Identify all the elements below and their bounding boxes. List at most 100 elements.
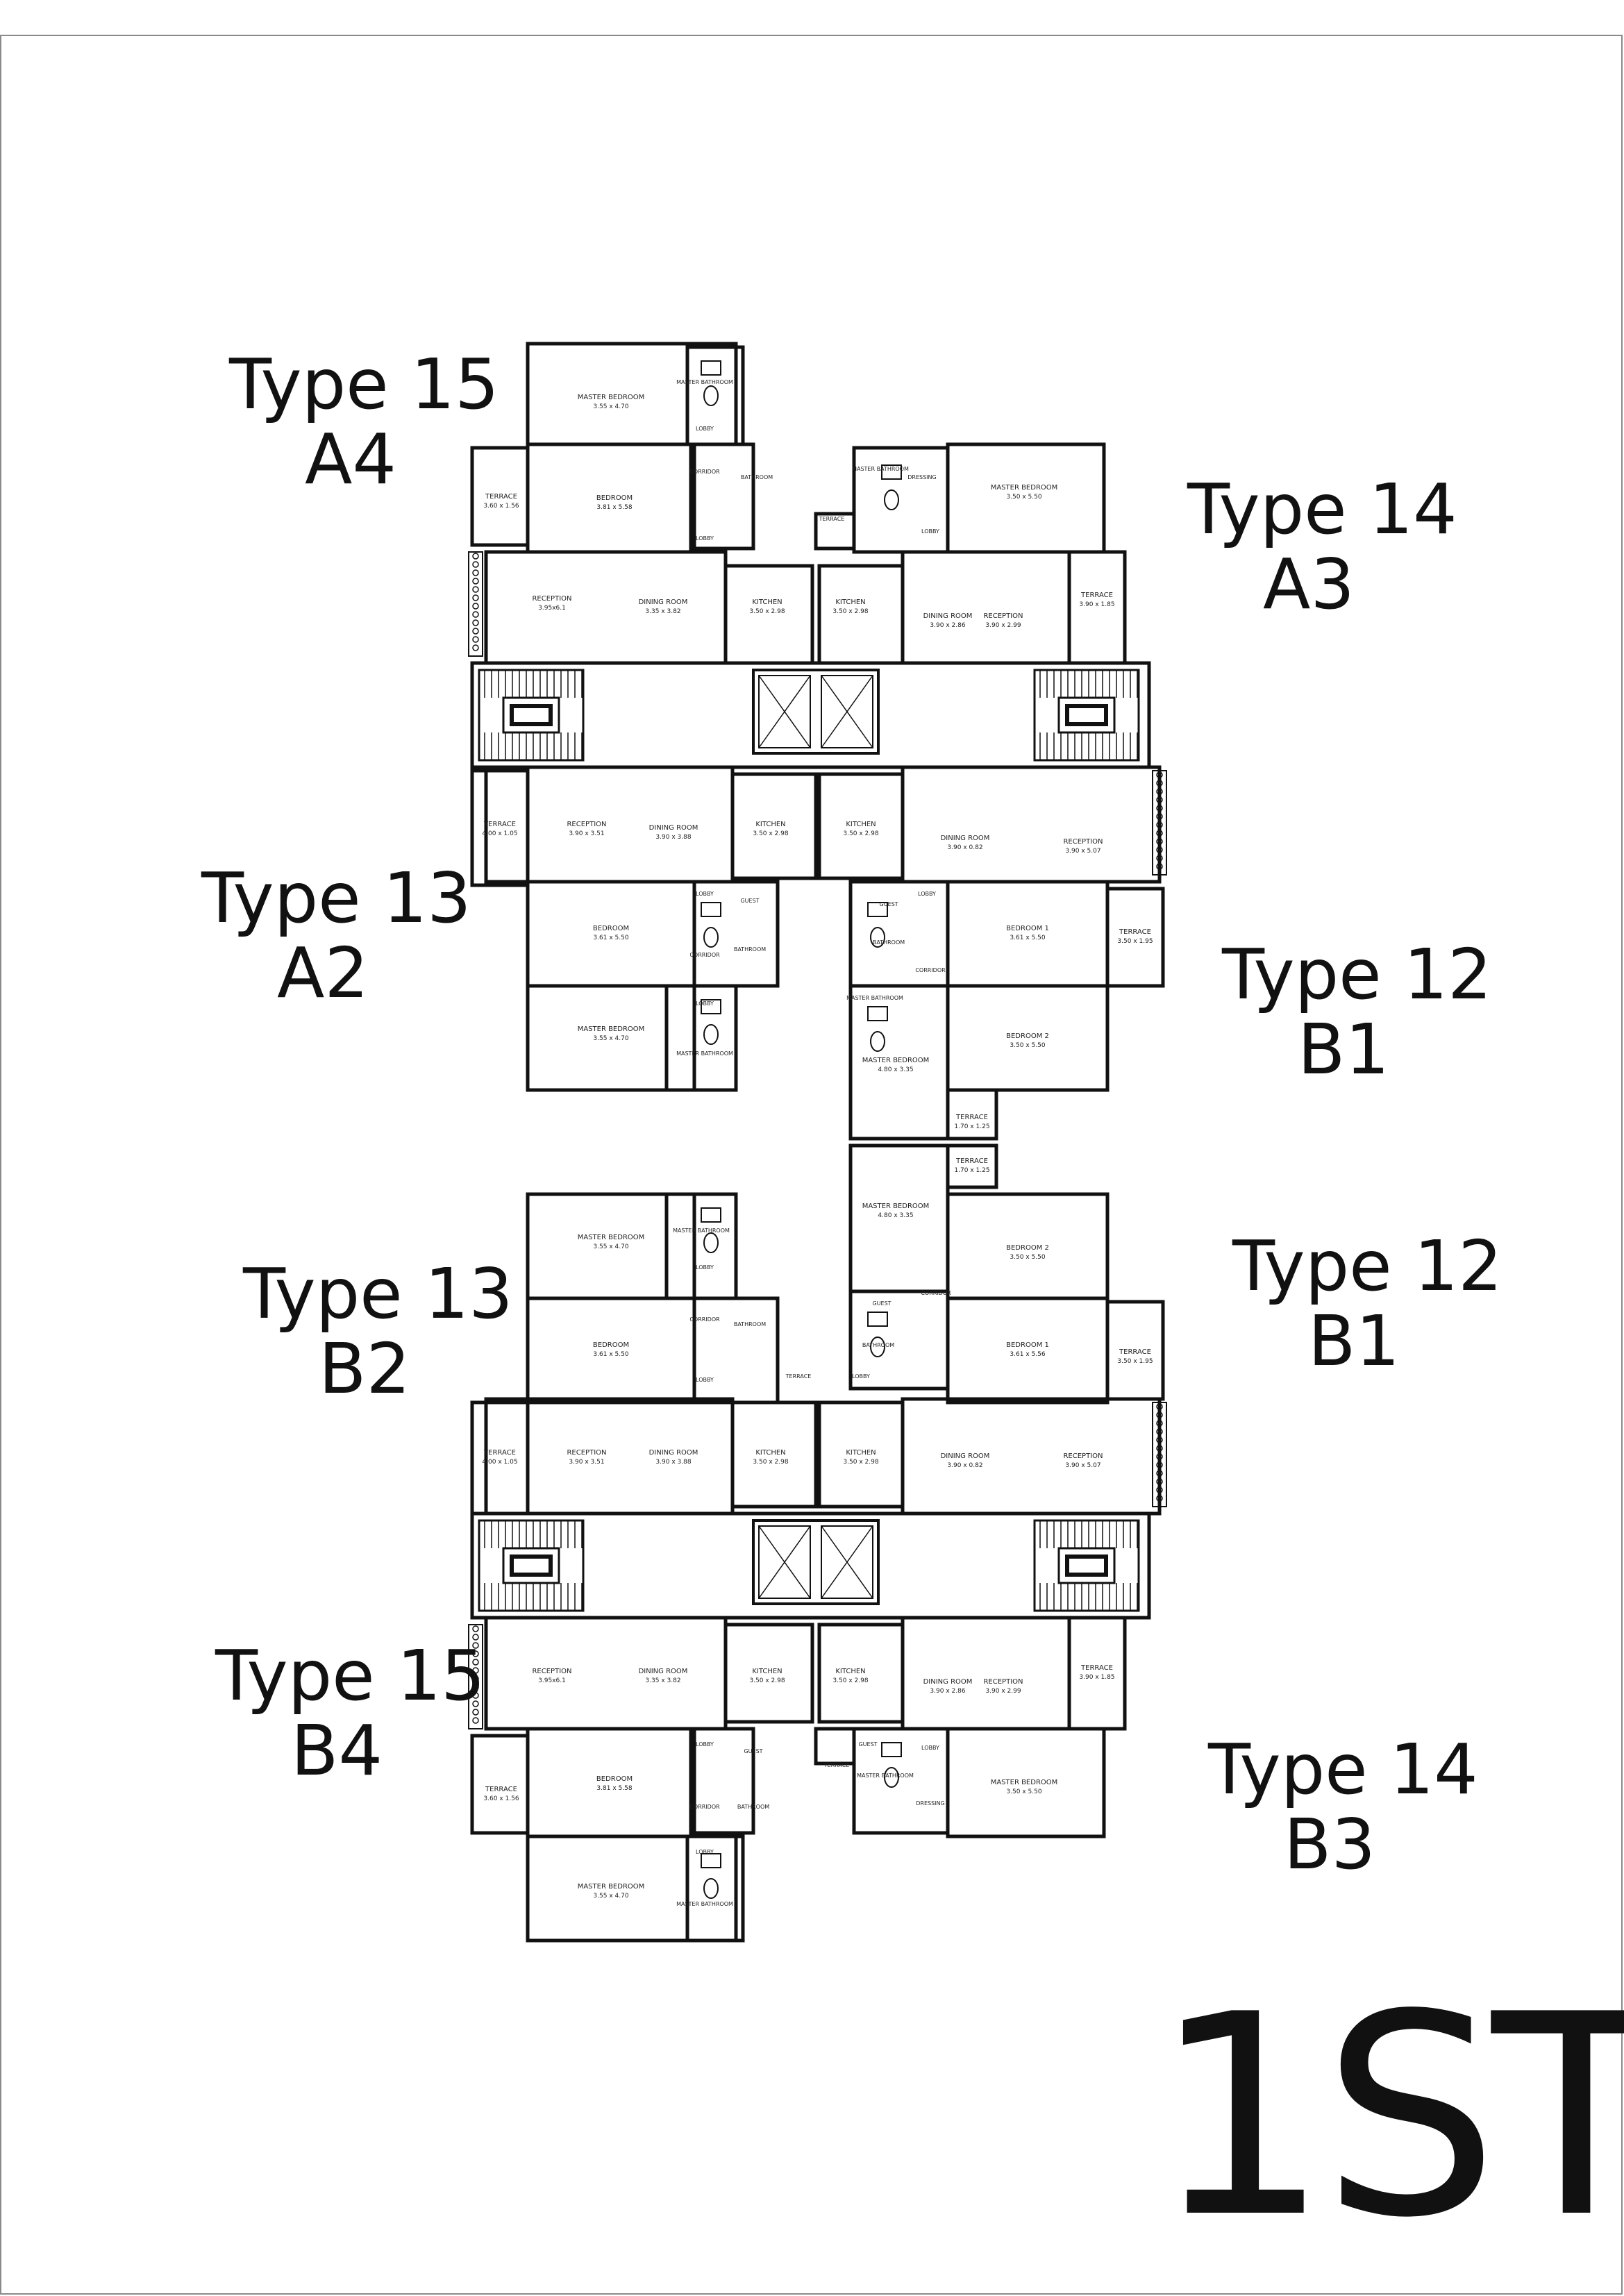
balustrade-mark [472,644,479,651]
wash-basin [701,902,721,917]
room-dimensions: 3.90 x 3.51 [569,830,604,837]
balustrade-mark [1156,821,1163,828]
small-room-label: MASTER BATHROOM [676,1050,733,1057]
stair-left-lower-well-inner [510,1555,553,1577]
unit-type-label-type-15-a4: Type 15 A4 [229,347,499,497]
small-room-label: LOBBY [918,891,936,897]
toilet-bowl [703,927,719,948]
room-dimensions: 3.50 x 5.50 [1006,1788,1041,1795]
small-room-label: CORRIDOR [689,952,720,958]
balustrade-mark [472,611,479,618]
balcony-rail-3 [468,1624,483,1729]
small-room-label: DRESSING [907,474,936,480]
small-room-label: GUEST [740,898,759,904]
balustrade-mark [1156,1470,1163,1477]
bathroom-room [852,446,950,554]
balustrade-mark [1156,788,1163,795]
small-room-label: LOBBY [696,1741,714,1748]
floor-level-label: 1ST [1153,1956,1624,2279]
room-dimensions: 3.90 x 0.82 [947,1462,982,1469]
terrace-room [946,1143,998,1189]
balustrade-mark [1156,1411,1163,1418]
balustrade-mark [1156,1461,1163,1468]
small-room-label: MASTER BATHROOM [857,1773,914,1779]
room-dimensions: 3.50 x 1.95 [1117,938,1153,945]
room-name: MASTER BEDROOM [991,484,1058,492]
unit-type-label-type-13-a2: Type 13 A2 [201,861,471,1011]
terrace-room [946,1088,998,1141]
room-name: BEDROOM [593,925,629,932]
small-room-label: LOBBY [921,528,939,535]
room-dimensions: 3.50 x 2.98 [749,608,785,615]
balcony-rail-4-outline [1152,1402,1167,1507]
unit-type-label-type-12-b1-upper: Type 12 B1 [1222,937,1492,1087]
small-room-label: TERRACE [819,516,845,522]
room-name: KITCHEN [755,1449,785,1457]
lift-shaft-upper [752,669,880,755]
terrace-room [470,1734,530,1835]
room-name: TERRACE [483,821,516,828]
room-dimensions: 3.60 x 1.56 [483,1795,519,1802]
bathroom-room [664,984,738,1092]
small-room-label: BATHROOM [741,474,773,480]
balustrade-mark [1156,1436,1163,1443]
bathroom-room [852,1727,950,1835]
stair-right-upper-well-inner [1065,704,1108,726]
room-name: MASTER BEDROOM [991,1779,1058,1786]
room-dimensions: 3.35 x 3.82 [645,1677,680,1684]
room-name: TERRACE [485,493,517,501]
small-room-label: CORRIDOR [689,1316,720,1323]
balustrade-mark [472,636,479,643]
stair-right-lower-well-inner [1065,1555,1108,1577]
room-dimensions: 3.50 x 5.50 [1010,1254,1045,1261]
small-room-label: LOBBY [696,1264,714,1271]
room-name: KITCHEN [755,821,785,828]
room-dimensions: 3.61 x 5.50 [1010,935,1045,941]
room-dimensions: 1.70 x 1.25 [954,1167,989,1174]
kitchen-room [730,772,818,880]
room-dimensions: 3.90 x 5.07 [1065,1462,1100,1469]
stair-right-lower [1033,1519,1140,1612]
room-name: DINING ROOM [649,1449,698,1457]
small-room-label: LOBBY [696,426,714,432]
balustrade-mark [472,628,479,635]
wash-basin [867,1312,888,1327]
room-name: MASTER BEDROOM [862,1057,930,1064]
reception-room [901,550,1071,665]
reception-room [484,550,728,665]
stair-lift-core [470,661,1151,769]
balustrade-mark [1156,1445,1163,1452]
room-name: BEDROOM [596,1775,633,1783]
room-dimensions: 1.70 x 1.25 [954,1123,989,1130]
balustrade-mark [1156,1420,1163,1427]
small-room-label: CORRIDOR [921,1290,951,1296]
room-name: KITCHEN [835,1668,865,1675]
wash-basin [701,999,721,1014]
room-name: TERRACE [483,1449,516,1457]
room-dimensions: 3.50 x 5.50 [1006,494,1041,501]
reception-room [484,1616,728,1731]
room-dimensions: 3.90 x 5.07 [1065,848,1100,855]
balcony-rail-3-outline [468,1624,483,1729]
lift-cross [758,675,811,748]
unit-type-name: Type 14 [1187,469,1457,550]
balustrade-mark [472,1684,479,1691]
stair-left-lower-outline [478,1519,585,1612]
room-label: BEDROOM 13.61 x 5.50 [1006,925,1049,941]
small-room-label: TERRACE [823,1762,850,1768]
